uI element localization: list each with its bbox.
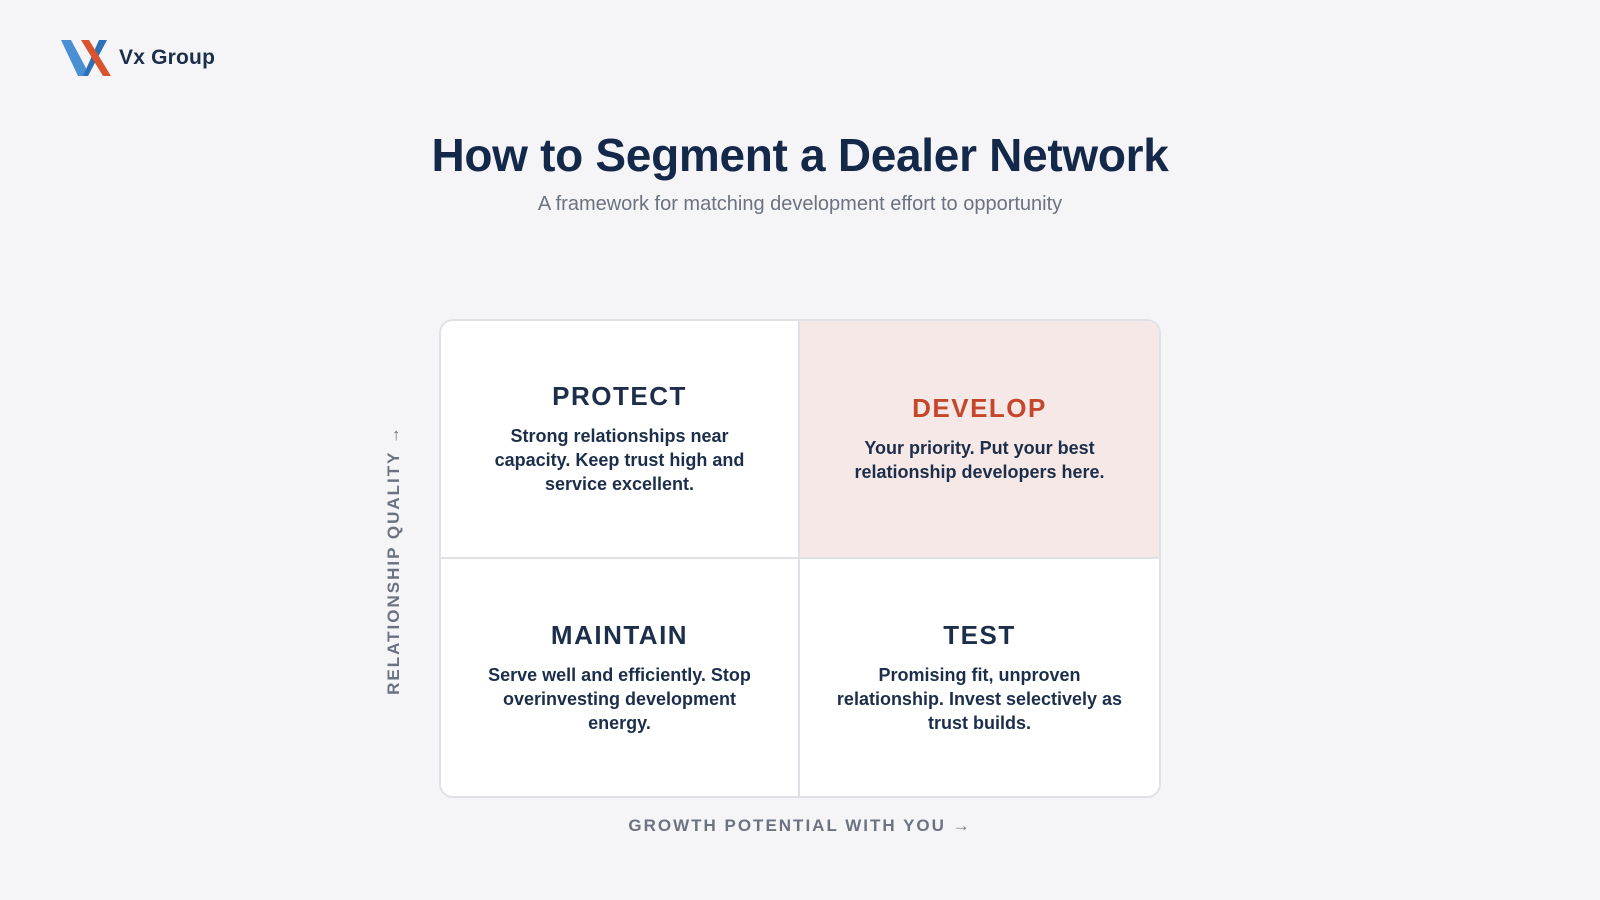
quadrant-title: PROTECT (552, 381, 687, 412)
vx-logo-icon (61, 40, 111, 76)
page-subtitle: A framework for matching development eff… (537, 193, 1063, 215)
brand-name: Vx Group (119, 46, 216, 69)
x-axis-label: GROWTH POTENTIAL WITH YOU → (628, 816, 972, 835)
quadrant-develop: DEVELOP Your priority. Put your best rel… (800, 321, 1159, 559)
brand-logo: Vx Group (61, 40, 215, 76)
quadrant-description: Your priority. Put your best relationshi… (854, 438, 1105, 483)
quadrant-description: Strong relationships near capacity. Keep… (494, 426, 745, 495)
quadrant-description: Promising fit, unproven relationship. In… (836, 664, 1123, 733)
y-axis-label: RELATIONSHIP QUALITY → (384, 425, 403, 695)
quadrant-title: MAINTAIN (550, 619, 689, 650)
quadrant-test: TEST Promising fit, unproven relationshi… (800, 558, 1159, 796)
quadrant-title: TEST (943, 619, 1016, 650)
quadrant-maintain: MAINTAIN Serve well and efficiently. Sto… (441, 558, 800, 796)
quadrant-title: DEVELOP (912, 393, 1047, 424)
page-title: How to Segment a Dealer Network (431, 129, 1169, 181)
quadrant-protect: PROTECT Strong relationships near capaci… (441, 321, 800, 559)
segmentation-matrix: PROTECT Strong relationships near capaci… (439, 319, 1161, 798)
quadrant-description: Serve well and efficiently. Stop overinv… (488, 664, 751, 733)
